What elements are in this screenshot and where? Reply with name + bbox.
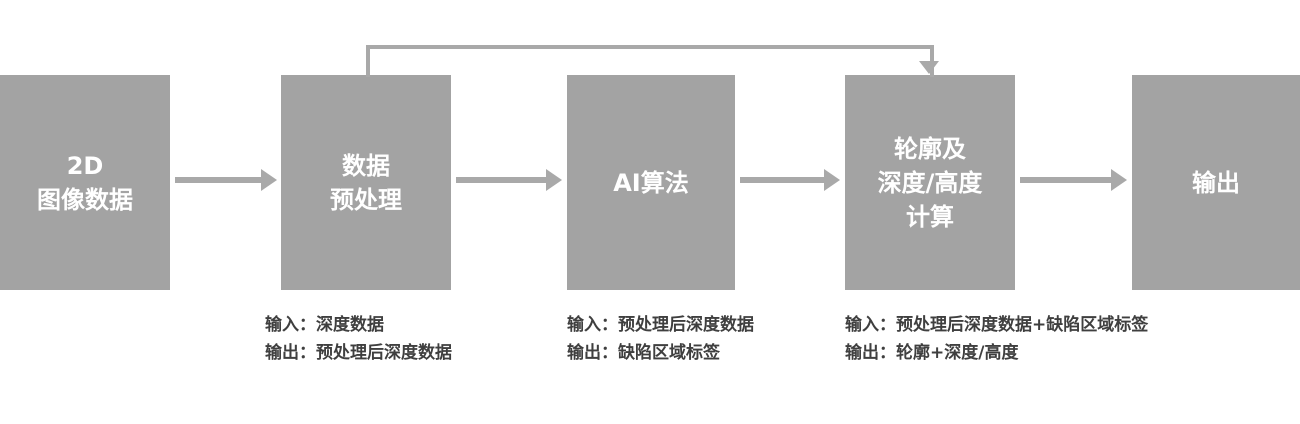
node-contour-depth-height-calc: 轮廓及 深度/高度 计算 [845,75,1015,290]
arrow-1-head-icon [261,169,277,191]
arrow-2-head-icon [546,169,562,191]
arrow-4-shaft [1020,177,1111,183]
annotation-ai-algorithm: 输入：预处理后深度数据 输出：缺陷区域标签 [567,311,754,367]
arrow-1-shaft [175,177,261,183]
node-output: 输出 [1132,75,1300,290]
annotation-data-preprocessing-input: 输入：深度数据 [265,315,384,335]
node-2d-image-data: 2D 图像数据 [0,75,170,290]
node-output-label: 输出 [1192,168,1240,197]
node-data-preprocessing: 数据 预处理 [281,75,451,290]
annotation-data-preprocessing-output: 输出：预处理后深度数据 [265,343,452,363]
annotation-ai-algorithm-input: 输入：预处理后深度数据 [567,315,754,335]
arrow-4-head-icon [1111,169,1127,191]
arrow-3-shaft [740,177,824,183]
annotation-data-preprocessing: 输入：深度数据 输出：预处理后深度数据 [265,311,452,367]
annotation-ai-algorithm-output: 输出：缺陷区域标签 [567,343,720,363]
arrow-3-head-icon [824,169,840,191]
node-ai-algorithm: AI算法 [567,75,735,290]
node-data-preprocessing-label: 数据 预处理 [330,151,402,214]
node-ai-algorithm-label: AI算法 [613,168,689,197]
node-contour-depth-height-calc-label: 轮廓及 深度/高度 计算 [877,134,983,231]
annotation-contour-depth-height-calc-output: 输出：轮廓+深度/高度 [845,343,1019,363]
arrow-2-shaft [456,177,546,183]
skip-connector-line [366,45,934,77]
skip-connector-arrow-head-icon [919,61,939,74]
annotation-contour-depth-height-calc: 输入：预处理后深度数据+缺陷区域标签 输出：轮廓+深度/高度 [845,311,1148,367]
annotation-contour-depth-height-calc-input: 输入：预处理后深度数据+缺陷区域标签 [845,315,1149,335]
node-2d-image-data-label: 2D 图像数据 [37,151,133,214]
